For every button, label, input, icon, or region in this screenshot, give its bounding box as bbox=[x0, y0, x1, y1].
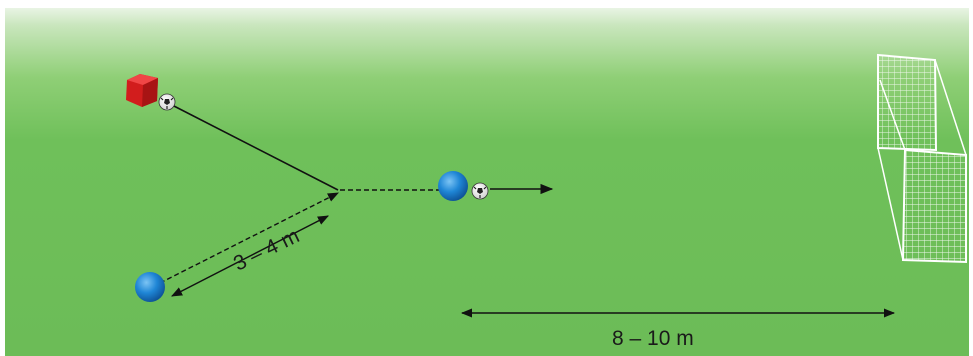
goal-icon bbox=[877, 53, 967, 264]
distance-label-long: 8 – 10 m bbox=[612, 327, 694, 350]
player-icon bbox=[135, 272, 165, 302]
pass-line bbox=[169, 103, 339, 191]
player-icon bbox=[438, 171, 468, 201]
soccer-ball-icon bbox=[158, 93, 176, 111]
distance-arrow-short bbox=[171, 215, 329, 297]
soccer-ball-icon bbox=[471, 182, 489, 200]
pitch bbox=[5, 8, 969, 356]
cone-icon bbox=[126, 74, 158, 107]
